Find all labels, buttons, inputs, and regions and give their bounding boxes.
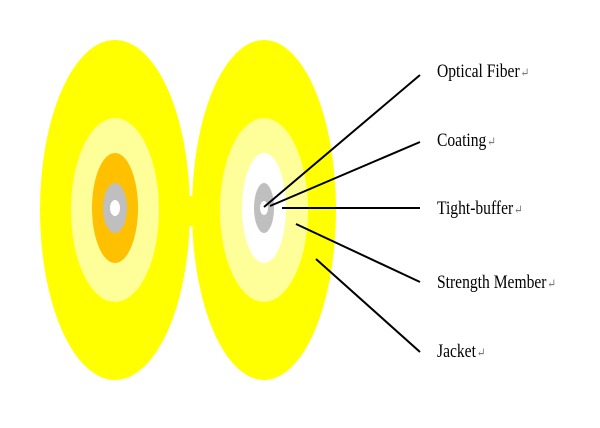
right-fiber-unit [192,40,336,380]
paragraph-mark-icon: ↵ [476,345,486,360]
left-optical-fiber [110,200,120,216]
label-tight-buffer-text: Tight-buffer [437,198,514,219]
label-strength-member-text: Strength Member [437,272,547,293]
paragraph-mark-icon: ↵ [487,134,497,149]
leader-line-coating [269,141,421,207]
right-optical-fiber [260,201,268,215]
leader-line-jacket [315,258,421,353]
leader-lines [263,74,421,353]
label-jacket: Jacket↵ [437,342,486,361]
left-fiber-unit [40,40,190,380]
label-tight-buffer: Tight-buffer↵ [437,199,523,218]
leader-line-optical-fiber [263,74,421,208]
label-strength-member: Strength Member↵ [437,273,556,292]
label-jacket-text: Jacket [437,341,476,362]
paragraph-mark-icon: ↵ [514,202,523,217]
label-coating: Coating↵ [437,131,496,150]
paragraph-mark-icon: ↵ [547,276,557,291]
paragraph-mark-icon: ↵ [520,65,530,80]
leader-line-strength-member [295,223,421,283]
label-optical-fiber-text: Optical Fiber [437,61,520,82]
label-coating-text: Coating [437,130,487,151]
label-optical-fiber: Optical Fiber↵ [437,62,529,81]
